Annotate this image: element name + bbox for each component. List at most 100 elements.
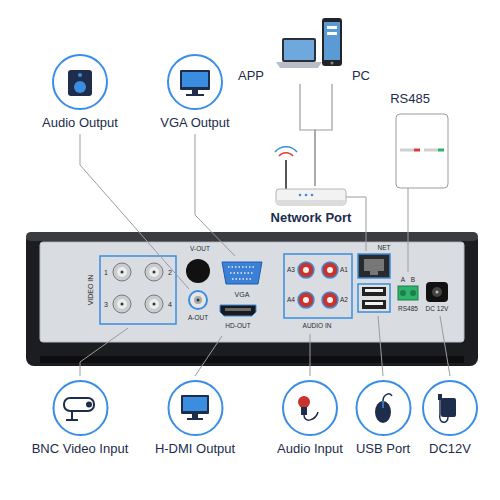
- port-group-label: AUDIO IN: [303, 323, 332, 330]
- device-name: PC: [352, 68, 370, 84]
- speaker-icon: [74, 81, 86, 93]
- router-icon: [275, 147, 346, 205]
- signal-name: RS485: [390, 92, 430, 105]
- dc-jack: [432, 287, 442, 297]
- router-icon: [276, 189, 346, 205]
- microphone-icon: [298, 396, 318, 420]
- leader-lines: [80, 134, 450, 376]
- port-label: A-OUT: [188, 315, 208, 322]
- ethernet-port: [358, 254, 390, 278]
- ethernet-port: [364, 259, 384, 271]
- dvr-housing: [26, 232, 478, 366]
- text-holder: USB Port: [353, 439, 414, 457]
- text-holder: PC: [318, 66, 370, 84]
- bnc-connectors: [100, 256, 176, 324]
- knob: [186, 259, 210, 283]
- phone-icon: [327, 32, 337, 35]
- bnc-connectors: [113, 295, 131, 313]
- rs485-terminal: [400, 290, 406, 296]
- camera-icon: [71, 411, 73, 420]
- dvr-housing: [26, 232, 478, 241]
- port-label: RS485: [398, 306, 418, 313]
- port-callout: DC12V: [421, 380, 479, 457]
- bnc-connectors: [121, 271, 124, 274]
- mouse-icon: [375, 401, 391, 423]
- port-callout: Audio Output: [39, 54, 121, 131]
- hdmi-port: [225, 308, 251, 311]
- dc-jack: [436, 291, 439, 294]
- callout-ring: [152, 380, 239, 436]
- channel-number: A4: [287, 297, 295, 304]
- camera-icon: [86, 402, 92, 408]
- text-holder: H-DMI Output: [152, 439, 239, 457]
- rs485-bracket: [396, 114, 448, 188]
- router-icon: [305, 194, 308, 197]
- port-label: V-OUT: [190, 246, 210, 253]
- hdmi-port: [220, 305, 256, 316]
- leader-lines: [378, 316, 383, 376]
- pin-name: A: [401, 277, 405, 284]
- channel-number: 3: [104, 301, 108, 308]
- channel-number: 4: [168, 301, 172, 308]
- power-adapter-icon: [438, 394, 456, 422]
- text-holder: DC12V: [421, 439, 479, 457]
- speaker-icon: [68, 70, 92, 96]
- vga-port: [222, 262, 262, 284]
- callout-text: Audio Output: [42, 115, 118, 131]
- mouse-icon: [383, 394, 392, 401]
- text-holder: VGA Output: [157, 113, 233, 131]
- leader-lines: [195, 134, 235, 256]
- callout-text: VGA Output: [160, 115, 229, 131]
- bnc-connectors: [117, 267, 127, 277]
- ethernet-port: [358, 254, 390, 278]
- phone-icon: [322, 18, 342, 66]
- callout-ring: [423, 381, 477, 435]
- pin-name: B: [411, 277, 415, 284]
- rca-inputs: [298, 262, 314, 278]
- microphone-icon: [301, 407, 307, 415]
- callout-ring: [274, 380, 346, 436]
- router-icon: [276, 200, 346, 205]
- port-callout: BNC Video Input: [29, 380, 132, 457]
- rca-output: [189, 291, 207, 309]
- monitor-icon: [181, 395, 209, 414]
- callout-ring: [29, 380, 132, 436]
- port-label: DC 12V: [426, 306, 449, 313]
- rs485-bracket: [438, 149, 444, 152]
- callout-text: USB Port: [356, 441, 410, 457]
- mouse-icon: [382, 401, 384, 408]
- rca-inputs: [284, 254, 352, 318]
- port-callout: VGA Output: [157, 54, 233, 131]
- callout-ring: [353, 380, 414, 436]
- bnc-connectors: [117, 299, 127, 309]
- port-label: VGA: [235, 291, 250, 298]
- router-icon: [275, 147, 297, 152]
- port-label: NET: [378, 245, 391, 252]
- laptop-icon: [276, 62, 322, 68]
- callout-ring: [39, 54, 121, 110]
- rca-inputs: [322, 292, 338, 308]
- monitor-icon: [180, 70, 210, 90]
- device-name: APP: [238, 68, 264, 84]
- network-link: [300, 84, 315, 186]
- usb-ports: [362, 300, 386, 309]
- rs485-terminal: [398, 286, 418, 300]
- monitor-icon: [180, 70, 210, 96]
- dc-jack: [426, 282, 448, 302]
- leader-lines: [408, 188, 409, 272]
- callout-text: Audio Input: [277, 441, 343, 457]
- port-callout: USB Port: [353, 380, 414, 457]
- app-device: APP: [238, 30, 322, 84]
- vga-port: [222, 262, 262, 284]
- bnc-connectors: [145, 263, 163, 281]
- microphone-icon: [298, 396, 310, 408]
- text-holder: APP: [238, 66, 322, 84]
- port-callout: Audio Input: [274, 380, 346, 457]
- rca-inputs: [298, 292, 314, 308]
- bnc-connectors: [113, 263, 131, 281]
- rs485-bracket: [414, 149, 420, 152]
- rca-output: [189, 291, 207, 309]
- dvr-housing: [26, 232, 478, 366]
- monitor-icon: [192, 414, 198, 418]
